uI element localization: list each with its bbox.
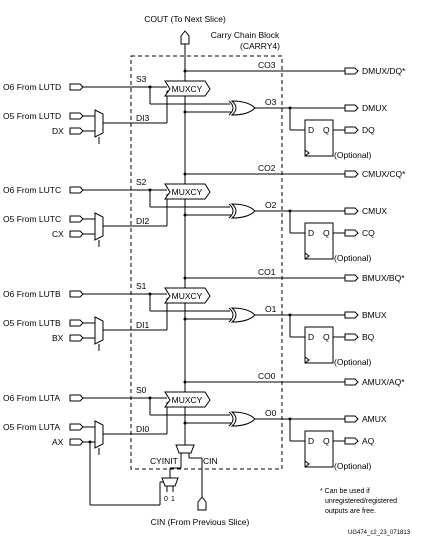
o6-label: O6 From LUTD <box>3 82 61 92</box>
muxcy <box>164 287 211 304</box>
ff-out-label: BQ <box>362 332 375 342</box>
muxcy-label: MUXCY <box>172 395 203 405</box>
footnote-line-3: outputs are free. <box>325 508 376 515</box>
ff-out-label: AQ <box>362 436 375 446</box>
muxcy-label: MUXCY <box>172 187 203 197</box>
block-title: Carry Chain Block <box>211 30 280 40</box>
co-label: CO1 <box>258 267 276 277</box>
muxcy <box>164 391 211 408</box>
ff-q: Q <box>323 228 330 238</box>
xor-out-label: BMUX <box>362 310 387 320</box>
stage-a: O6 From LUTA O5 From LUTA AX S0 DI0 MUXC… <box>3 371 405 471</box>
s-label: S1 <box>136 281 147 291</box>
ff-d: D <box>308 125 314 135</box>
xor-gate <box>230 100 256 116</box>
optional-label: (Optional) <box>334 150 371 160</box>
cin-bottom-label: CIN (From Previous Slice) <box>151 517 250 527</box>
ff-q: Q <box>323 436 330 446</box>
cout-label: COUT (To Next Slice) <box>144 14 226 24</box>
x-label: AX <box>52 437 64 447</box>
ff-out-label: CQ <box>362 228 375 238</box>
s-label: S0 <box>136 385 147 395</box>
cyinit-mux: CYINIT CIN 0 1 <box>150 444 218 503</box>
mux-out-label: DMUX/DQ* <box>362 66 406 76</box>
optional-label: (Optional) <box>334 357 371 367</box>
o5-label: O5 From LUTC <box>3 214 61 224</box>
ff-out-label: DQ <box>362 125 375 135</box>
x-label: DX <box>52 126 64 136</box>
mux-out-label: CMUX/CQ* <box>362 169 406 179</box>
flip-flop <box>304 326 334 364</box>
x-label: CX <box>52 229 64 239</box>
optional-label: (Optional) <box>334 253 371 263</box>
muxcy-label: MUXCY <box>172 291 203 301</box>
ff-d: D <box>308 228 314 238</box>
o-label: O3 <box>265 97 277 107</box>
footnote-line-1: * Can be used if <box>320 488 370 495</box>
xor-gate <box>230 203 256 219</box>
di-label: DI1 <box>136 320 150 330</box>
stage-c: O6 From LUTC O5 From LUTC CX S2 DI2 MUXC… <box>3 163 406 263</box>
ff-q: Q <box>323 332 330 342</box>
mux-out-label: BMUX/BQ* <box>362 273 405 283</box>
o5-label: O5 From LUTD <box>3 111 61 121</box>
muxcy <box>164 80 211 97</box>
figure-id: UG474_c2_23_071813 <box>348 530 411 536</box>
co-label: CO2 <box>258 163 276 173</box>
o5-label: O5 From LUTA <box>3 422 60 432</box>
muxcy <box>164 183 211 200</box>
ff-d: D <box>308 332 314 342</box>
o5-label: O5 From LUTB <box>3 318 61 328</box>
co-label: CO3 <box>258 60 276 70</box>
flip-flop <box>304 119 334 157</box>
cin-label: CIN <box>203 456 218 466</box>
xor-out-label: CMUX <box>362 206 387 216</box>
mux-out-label: AMUX/AQ* <box>362 377 405 387</box>
cin-arrow <box>197 496 207 511</box>
o6-label: O6 From LUTB <box>3 289 61 299</box>
di-label: DI0 <box>136 424 150 434</box>
xor-gate <box>230 307 256 323</box>
ff-q: Q <box>323 125 330 135</box>
stage-b: O6 From LUTB O5 From LUTB BX S1 DI1 MUXC… <box>3 267 405 367</box>
muxcy-label: MUXCY <box>172 84 203 94</box>
block-subtitle: (CARRY4) <box>240 41 280 51</box>
co-label: CO0 <box>258 371 276 381</box>
flip-flop <box>304 222 334 260</box>
di-label: DI2 <box>136 216 150 226</box>
xor-out-label: AMUX <box>362 414 387 424</box>
const-0: 0 <box>164 496 168 503</box>
optional-label: (Optional) <box>334 461 371 471</box>
carry4-block <box>130 55 283 470</box>
o6-label: O6 From LUTA <box>3 393 60 403</box>
xor-out-label: DMUX <box>362 103 387 113</box>
stage-d: O6 From LUTD O5 From LUTD DX S3 DI3 MUXC… <box>3 60 406 160</box>
xor-gate <box>230 411 256 427</box>
x-label: BX <box>52 333 64 343</box>
o-label: O1 <box>265 304 277 314</box>
o-label: O2 <box>265 200 277 210</box>
s-label: S2 <box>136 177 147 187</box>
o6-label: O6 From LUTC <box>3 185 61 195</box>
cout-arrow <box>180 30 190 82</box>
flip-flop <box>304 430 334 468</box>
cyinit-label: CYINIT <box>150 456 178 466</box>
ff-d: D <box>308 436 314 446</box>
di-label: DI3 <box>136 113 150 123</box>
s-label: S3 <box>136 74 147 84</box>
o-label: O0 <box>265 408 277 418</box>
footnote-line-2: unregistered/registered <box>325 498 397 505</box>
const-1: 1 <box>171 496 175 503</box>
